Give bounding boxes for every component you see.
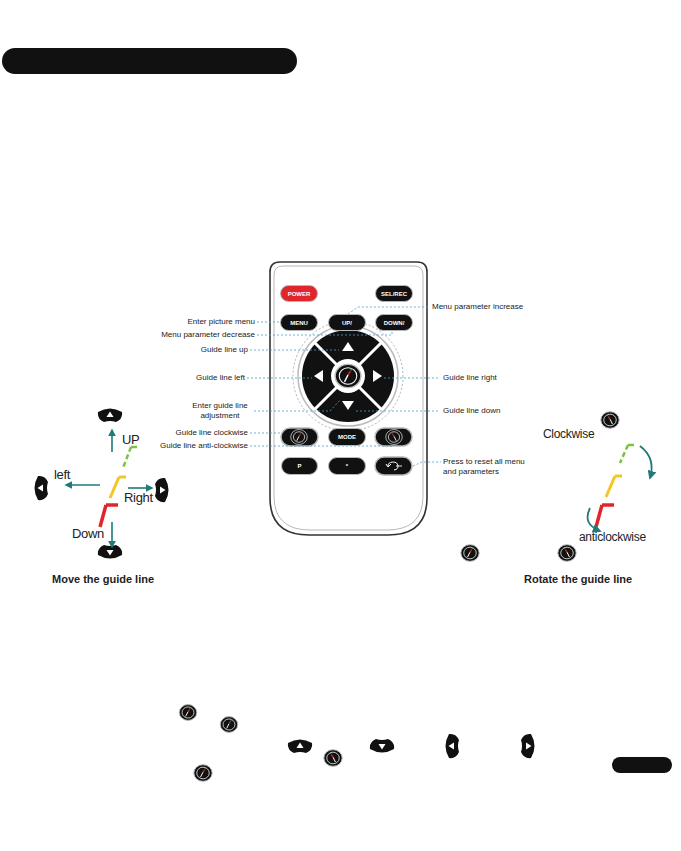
- button-label: MODE: [338, 434, 356, 440]
- leader-lines: [247, 307, 441, 466]
- callout-label: Guide line left: [110, 373, 245, 383]
- direction-pad: [293, 321, 403, 431]
- callout-label: Menu parameter decrease: [110, 330, 255, 340]
- remote-body: [270, 262, 427, 535]
- callout-label: Guide line right: [443, 373, 563, 383]
- figure-caption: Move the guide line: [52, 573, 192, 586]
- direction-label: UP: [122, 432, 162, 448]
- remote-button: MODE: [328, 428, 366, 446]
- button-label: P: [297, 463, 301, 469]
- figure-caption: Rotate the guide line: [524, 573, 674, 586]
- inline-icons: [179, 705, 534, 782]
- button-label: POWER: [288, 291, 311, 297]
- remote-button: UP/: [328, 314, 366, 331]
- button-label: *: [346, 463, 348, 469]
- remote-button: P: [281, 457, 318, 475]
- button-label: MENU: [290, 320, 308, 326]
- direction-label: left: [54, 467, 94, 483]
- callout-label: Enter picture menu: [130, 317, 255, 327]
- remote-button: MENU: [280, 314, 318, 331]
- move-figure: [35, 409, 169, 559]
- callout-label: Press to reset all menu and parameters: [443, 457, 535, 476]
- direction-label: Down: [72, 526, 122, 542]
- header-bar: [2, 48, 297, 74]
- remote-button: SEL/REC: [375, 285, 413, 302]
- direction-label: Clockwise: [543, 427, 623, 441]
- page-tab: [612, 757, 672, 773]
- icon-buttons: [281, 428, 412, 475]
- direction-label: Right: [124, 490, 174, 506]
- callout-label: Menu parameter increase: [432, 302, 562, 312]
- button-label: DOWN/: [384, 320, 405, 326]
- remote-button: *: [328, 457, 366, 475]
- button-label: UP/: [342, 320, 352, 326]
- button-label: SEL/REC: [381, 291, 407, 297]
- callout-label: Guide line up: [110, 345, 248, 355]
- direction-label: anticlockwise: [579, 530, 674, 544]
- callout-label: Guide line down: [443, 406, 563, 416]
- callout-label: Enter guide line adjustment: [188, 401, 252, 420]
- remote-button: POWER: [280, 285, 318, 302]
- remote-button: DOWN/: [375, 314, 413, 331]
